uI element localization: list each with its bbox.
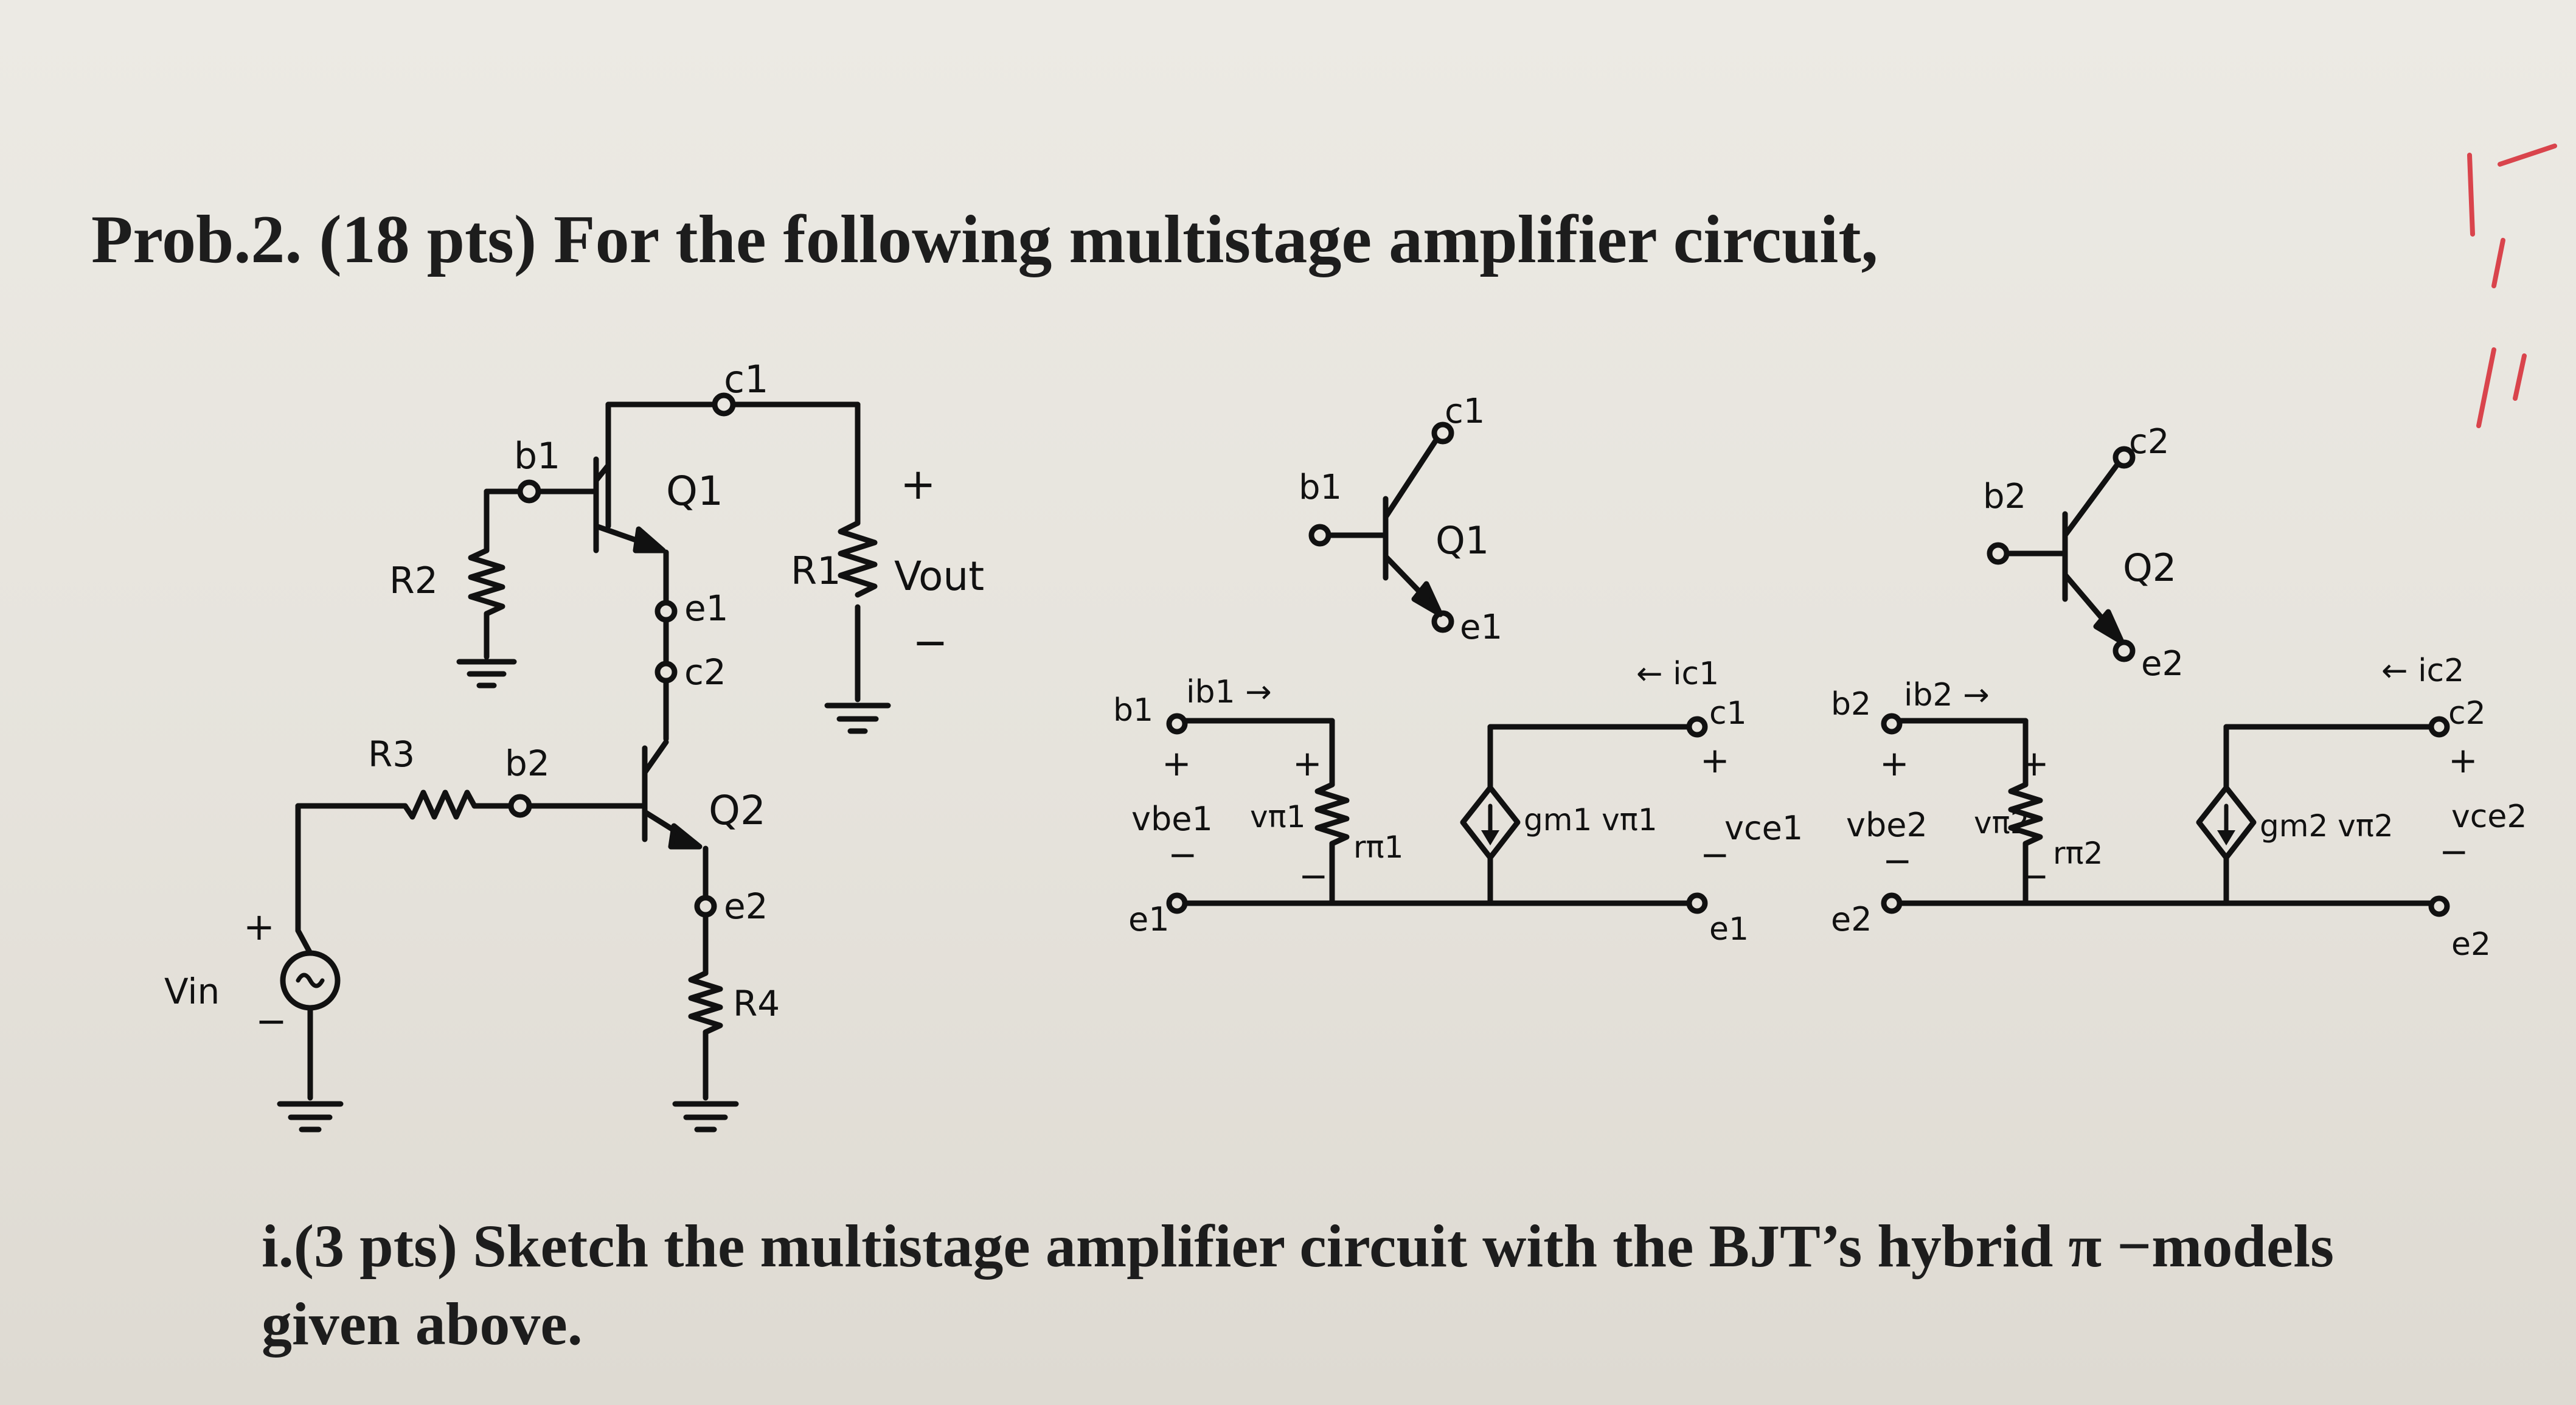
pi2-minus-vce: − — [2439, 831, 2469, 872]
pi2-vce: vce2 — [2451, 799, 2527, 835]
symbol-q1-c: c1 — [1445, 392, 1485, 431]
pi2-minus-vbe: − — [1883, 840, 1912, 881]
pi1-vce: vce1 — [1724, 809, 1803, 847]
main-circuit — [277, 392, 891, 1133]
pi1-ic: ← ic1 — [1636, 656, 1719, 692]
label-minus-vout: − — [912, 617, 948, 667]
label-vin: Vin — [164, 971, 220, 1012]
pi1-minus-vpi: − — [1299, 855, 1328, 897]
label-r3: R3 — [368, 734, 415, 775]
hybrid-pi-model-1 — [1166, 713, 1708, 914]
symbol-q2-q: Q2 — [2123, 546, 2176, 590]
label-plus-vout: + — [900, 459, 936, 509]
pi1-plus-vpi: + — [1293, 743, 1322, 784]
pi2-ib: ib2 → — [1904, 677, 1990, 713]
label-minus-vin: − — [255, 999, 287, 1043]
label-r2: R2 — [389, 560, 438, 602]
pi1-rpi: rπ1 — [1353, 830, 1403, 865]
resistor-r1 — [838, 520, 878, 598]
resistor-r4 — [688, 970, 723, 1035]
pi2-vpi: vπ2 — [1974, 805, 2030, 841]
pi2-ic: ← ic2 — [2381, 653, 2464, 689]
symbol-q2-c: c2 — [2129, 422, 2169, 462]
symbol-q2-e: e2 — [2141, 644, 2184, 684]
pi2-b: b2 — [1831, 686, 1871, 723]
pi1-e: e1 — [1128, 900, 1170, 938]
label-c1: c1 — [724, 357, 769, 401]
label-plus-vin: + — [243, 904, 275, 949]
vin-source — [277, 928, 344, 1133]
red-margin-marks — [2467, 144, 2557, 428]
pi1-e-out: e1 — [1709, 911, 1749, 948]
symbol-q1-e: e1 — [1460, 608, 1502, 647]
question-line-2: given above. — [262, 1290, 583, 1358]
label-r1: R1 — [791, 549, 841, 593]
pi2-minus-vpi: − — [2019, 855, 2049, 897]
question-line-1: i.(3 pts) Sketch the multistage amplifie… — [262, 1212, 2335, 1280]
pi1-vpi: vπ1 — [1250, 799, 1306, 834]
label-b2: b2 — [505, 743, 550, 784]
question-part-i: i.(3 pts) Sketch the multistage amplifie… — [262, 1207, 2512, 1363]
pi1-vbe: vbe1 — [1131, 800, 1213, 838]
resistor-r3 — [402, 789, 477, 820]
symbol-q1 — [1308, 422, 1454, 633]
pi1-minus-vbe: − — [1168, 834, 1198, 875]
problem-heading: Prob.2. (18 pts) For the following multi… — [91, 202, 1878, 277]
label-e2: e2 — [724, 886, 768, 927]
pi1-plus-vce: + — [1700, 740, 1730, 781]
transistor-q2 — [642, 739, 703, 850]
pi2-c: c2 — [2448, 695, 2486, 732]
resistor-r2 — [468, 547, 505, 617]
pi2-plus-vbe: + — [1880, 743, 1909, 784]
symbol-q2 — [1987, 446, 2136, 662]
pi1-ib: ib1 → — [1186, 674, 1272, 710]
label-vout: Vout — [894, 553, 984, 600]
label-q1: Q1 — [666, 468, 723, 515]
pi1-b: b1 — [1113, 692, 1153, 729]
label-b1: b1 — [514, 435, 560, 477]
pi2-plus-vpi: + — [2019, 743, 2049, 784]
pi2-plus-vce: + — [2448, 740, 2478, 781]
pi2-e-out: e2 — [2451, 926, 2491, 963]
symbol-q1-b: b1 — [1299, 468, 1342, 507]
symbol-q1-q: Q1 — [1436, 518, 1489, 563]
transistor-q1 — [593, 456, 666, 553]
pi1-c: c1 — [1709, 695, 1747, 732]
pi2-gm: gm2 vπ2 — [2260, 808, 2394, 844]
pi2-e: e2 — [1831, 900, 1872, 938]
hybrid-pi-model-2 — [1881, 713, 2450, 917]
label-r4: R4 — [733, 983, 780, 1024]
label-q2: Q2 — [709, 787, 766, 834]
pi1-plus-vbe: + — [1162, 743, 1192, 784]
pi1-gm: gm1 vπ1 — [1524, 802, 1658, 838]
symbol-q2-b: b2 — [1983, 477, 2026, 516]
pi1-minus-vce: − — [1700, 834, 1730, 875]
label-e1: e1 — [684, 588, 729, 629]
label-c2: c2 — [684, 651, 726, 693]
pi2-vbe: vbe2 — [1846, 806, 1928, 844]
pi2-rpi: rπ2 — [2053, 836, 2103, 871]
